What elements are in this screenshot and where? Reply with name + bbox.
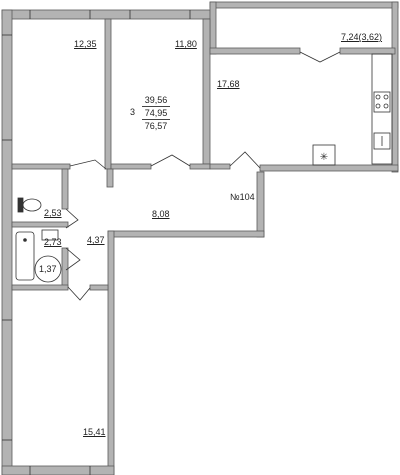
door-bath (65, 247, 81, 271)
area-summary: 3 39,56 74,95 76,57 (130, 94, 170, 132)
svg-text:✳: ✳ (320, 152, 328, 163)
ventilation-icon: ✳ (312, 144, 336, 166)
area-wc: 2,53 (44, 208, 62, 218)
door-wc (65, 208, 79, 229)
area-hall: 8,08 (152, 209, 170, 219)
area-bedroom-bottom: 15,41 (83, 427, 106, 437)
stove-icon (373, 91, 391, 113)
door-bedroom3 (67, 286, 91, 301)
sink-icon (41, 229, 59, 241)
area-kitchen: 17,68 (217, 79, 240, 89)
openings (2, 10, 341, 475)
bathroom-circle (34, 255, 62, 283)
door-balcony (299, 51, 341, 63)
door-kitchen (229, 151, 261, 169)
fixtures: ✳ (15, 53, 393, 283)
total-area: 74,95 (142, 107, 170, 120)
door-bedroom1 (69, 159, 107, 170)
door-bedroom2 (150, 154, 191, 167)
room-count: 3 (130, 107, 136, 117)
living-area: 39,56 (142, 94, 170, 107)
area-bathroom: 2,73 (44, 237, 62, 247)
area-bathroom-circle: 1,37 (39, 264, 57, 274)
area-corridor: 4,37 (87, 235, 105, 245)
total-area-with-balcony: 76,57 (144, 121, 168, 131)
apartment-number: №104 (230, 192, 255, 202)
kitchen-sink-icon (373, 132, 391, 150)
area-values: 39,56 74,95 76,57 (142, 94, 170, 132)
area-balcony: 7,24(3,62) (341, 32, 383, 42)
area-bedroom-top-left: 12,35 (74, 39, 97, 49)
bathtub-icon (15, 231, 35, 281)
kitchen-counter (371, 53, 393, 165)
toilet-icon (17, 197, 42, 213)
area-bedroom-top-middle: 11,80 (175, 39, 197, 49)
